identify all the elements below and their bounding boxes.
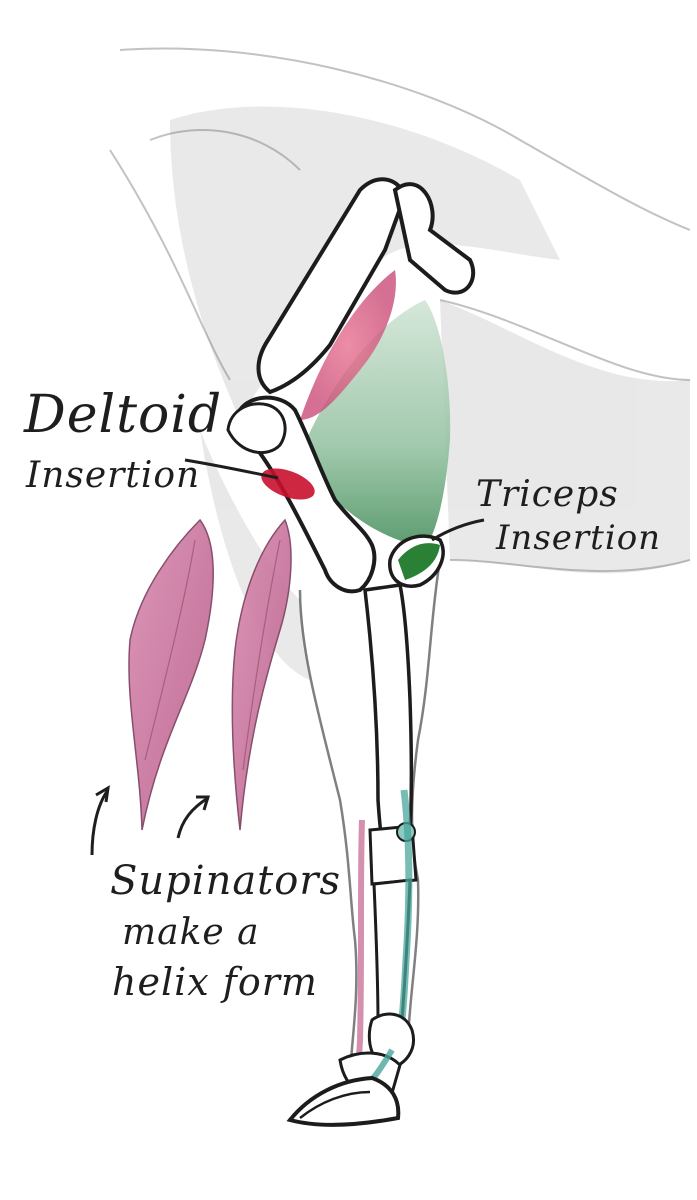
supinator-right-fibre <box>242 539 281 771</box>
supinators-label: Supinators <box>110 858 341 904</box>
triceps-insertion-label: Insertion <box>496 518 662 558</box>
humerus-head <box>226 402 287 454</box>
hoof <box>286 1075 401 1127</box>
hoof-wall <box>299 1090 371 1119</box>
supinators-label-line2: make a <box>122 912 260 953</box>
triceps-insertion <box>398 543 440 580</box>
deltoid-insertion-label: Insertion <box>26 455 201 496</box>
deltoid-pointer <box>184 458 279 480</box>
scapula-head <box>392 182 476 295</box>
supinator-muscle-left <box>128 518 214 831</box>
deltoid-label: Deltoid <box>24 385 223 445</box>
supinator-muscle-right <box>231 518 292 831</box>
helix-arrow-right <box>176 795 211 839</box>
scapula <box>256 177 408 395</box>
body-silhouette <box>109 47 691 573</box>
helix-arrow-left <box>90 785 110 856</box>
triceps-pointer <box>431 518 485 542</box>
deltoid-muscle <box>300 270 396 420</box>
triceps-label: Triceps <box>476 474 619 515</box>
supinators-label-line3: helix form <box>112 960 318 1004</box>
triceps-muscle <box>300 300 451 548</box>
supinator-left-fibre <box>144 539 196 761</box>
